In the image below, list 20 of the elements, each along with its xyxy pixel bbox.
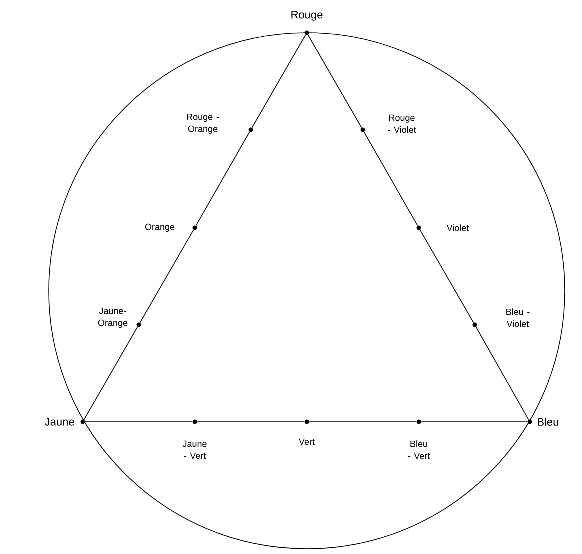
- color-label: Bleu - Vert: [408, 440, 430, 460]
- line: [84, 326, 138, 420]
- line: [252, 34, 306, 128]
- color-label: Jaune: [45, 418, 74, 426]
- line: [140, 230, 194, 324]
- line: [420, 230, 474, 324]
- line: [196, 132, 250, 226]
- color-label: Orange: [145, 224, 175, 232]
- color-label: Violet: [446, 224, 470, 232]
- color-label: Rouge - Orange: [187, 114, 220, 134]
- color-label: Jaune - Vert: [182, 440, 207, 460]
- line: [476, 326, 530, 420]
- color-label: Jaune-Orange: [98, 308, 128, 328]
- color-label: Rouge - Violet: [388, 114, 416, 134]
- line: [308, 34, 362, 128]
- line: [364, 132, 418, 226]
- color-label: Rouge: [292, 11, 323, 21]
- color-label: Bleu - Violet: [506, 308, 530, 328]
- color-label: Vert: [299, 438, 315, 446]
- color-label: Bleu: [538, 418, 558, 426]
